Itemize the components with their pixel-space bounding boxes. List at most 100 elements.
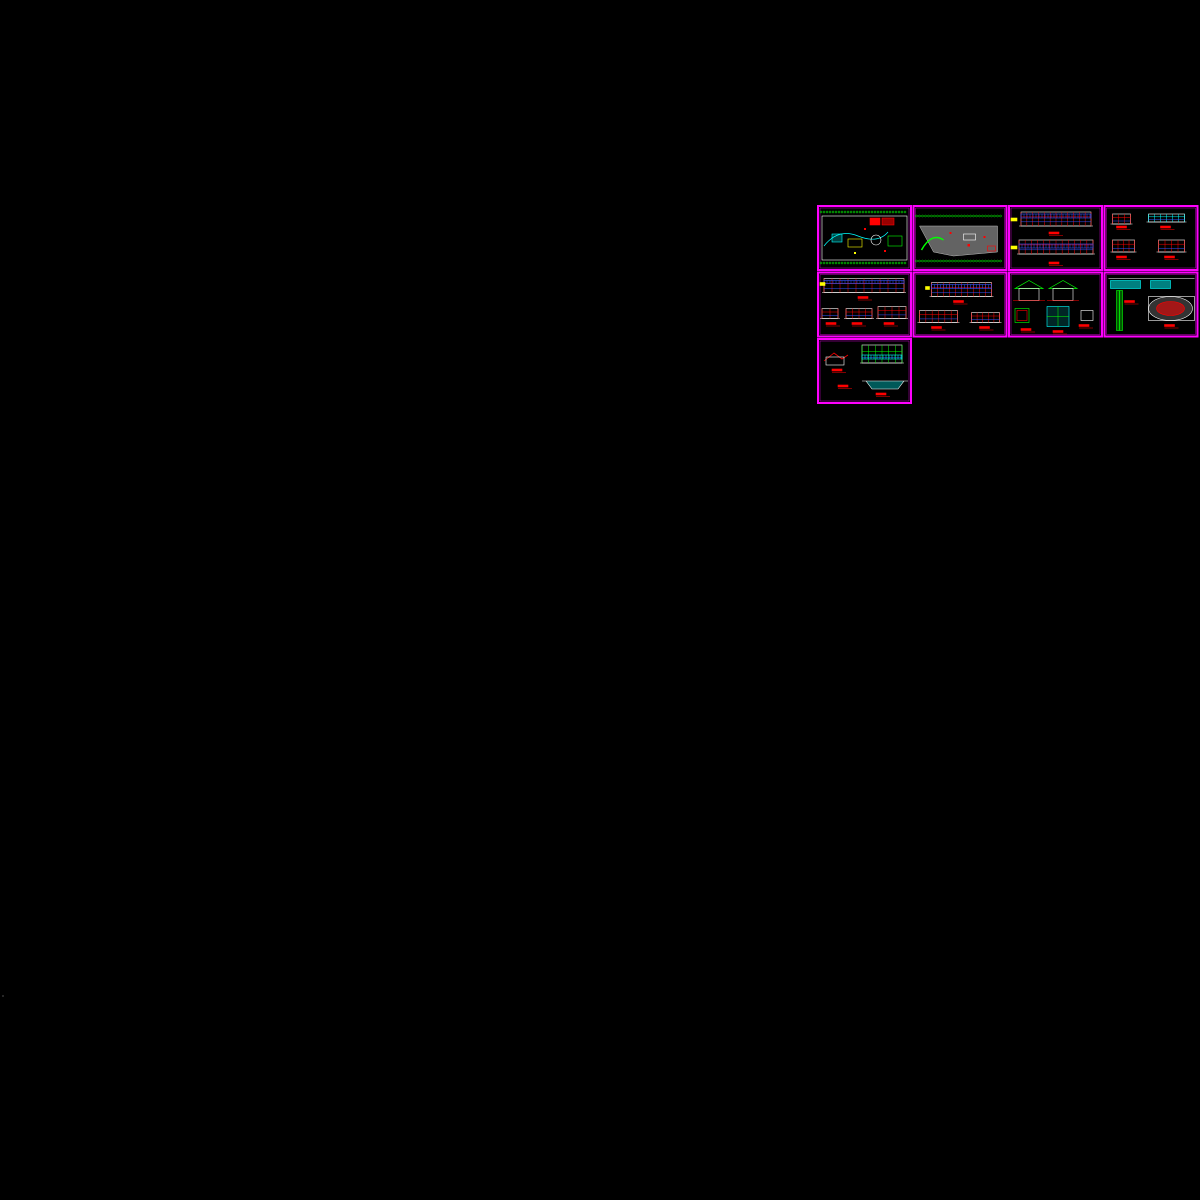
tree-symbol bbox=[861, 261, 865, 265]
title-label bbox=[851, 322, 863, 325]
cad-rect bbox=[1020, 213, 1092, 219]
tree-symbol bbox=[984, 214, 987, 218]
tree-symbol bbox=[822, 261, 826, 265]
tree-symbol bbox=[882, 210, 886, 214]
tree-symbol bbox=[846, 261, 850, 265]
title-label bbox=[1048, 231, 1060, 235]
detail-box bbox=[1080, 310, 1094, 321]
tree-symbol bbox=[963, 259, 966, 263]
title-label bbox=[979, 326, 990, 329]
title-label bbox=[1052, 330, 1064, 333]
sheet-inner-frame bbox=[915, 207, 1005, 269]
tree-symbol bbox=[933, 259, 936, 263]
legend-mark bbox=[1010, 245, 1018, 250]
sheet-frame bbox=[1008, 271, 1103, 338]
tree-symbol bbox=[990, 214, 993, 218]
tree-symbol bbox=[873, 210, 877, 214]
cad-rect bbox=[823, 280, 905, 284]
tree-symbol bbox=[969, 214, 972, 218]
cad-mark bbox=[864, 228, 866, 230]
sheet-frame bbox=[1103, 271, 1199, 338]
tree-symbol bbox=[951, 259, 954, 263]
tree-symbol bbox=[834, 261, 838, 265]
legend-mark bbox=[925, 286, 930, 290]
tree-symbol bbox=[894, 210, 898, 214]
tree-symbol bbox=[975, 214, 978, 218]
round-plaza bbox=[870, 234, 882, 246]
sheet-inner-frame bbox=[1010, 274, 1101, 335]
tree-symbol bbox=[966, 214, 969, 218]
sheet-frame bbox=[1103, 205, 1199, 271]
tree-symbol bbox=[873, 261, 877, 265]
tree-symbol bbox=[975, 259, 978, 263]
stray-point bbox=[2, 995, 4, 997]
legend-mark bbox=[819, 282, 826, 286]
tree-symbol bbox=[972, 259, 975, 263]
tree-symbol bbox=[957, 214, 960, 218]
tree-symbol bbox=[948, 214, 951, 218]
sheet-2 bbox=[912, 205, 1008, 271]
tree-symbol bbox=[918, 259, 921, 263]
tree-symbol bbox=[978, 259, 981, 263]
tree-symbol bbox=[921, 214, 924, 218]
tree-symbol bbox=[927, 214, 930, 218]
tree-symbol bbox=[987, 214, 990, 218]
tree-symbol bbox=[933, 214, 936, 218]
tree-symbol bbox=[972, 214, 975, 218]
paved-area bbox=[919, 225, 998, 257]
tree-symbol bbox=[849, 261, 853, 265]
tree-symbol bbox=[996, 259, 999, 263]
green-area bbox=[887, 235, 903, 247]
tree-symbol bbox=[903, 261, 907, 265]
tree-symbol bbox=[867, 210, 871, 214]
tree-symbol bbox=[957, 259, 960, 263]
sheet-inner-frame bbox=[1106, 274, 1196, 335]
tree-symbol bbox=[954, 259, 957, 263]
tree-symbol bbox=[828, 261, 832, 265]
tree-symbol bbox=[828, 210, 832, 214]
tree-symbol bbox=[966, 259, 969, 263]
tree-symbol bbox=[930, 259, 933, 263]
path-curve bbox=[823, 231, 889, 247]
sheets-layer bbox=[817, 205, 1199, 404]
tree-symbol bbox=[861, 210, 865, 214]
tree-symbol bbox=[900, 261, 904, 265]
green-path bbox=[920, 236, 944, 251]
tree-symbol bbox=[840, 261, 844, 265]
tree-symbol bbox=[927, 259, 930, 263]
sheet-1 bbox=[817, 205, 912, 271]
tree-symbol bbox=[855, 210, 859, 214]
title-label bbox=[857, 296, 869, 299]
tree-symbol bbox=[870, 261, 874, 265]
title-label bbox=[1116, 255, 1127, 259]
sheet-4 bbox=[1103, 205, 1199, 271]
tree-symbol bbox=[882, 261, 886, 265]
marker-box bbox=[987, 245, 996, 252]
sheet-9 bbox=[817, 338, 912, 404]
tree-symbol bbox=[942, 214, 945, 218]
title-label bbox=[953, 300, 964, 303]
fountain-frame bbox=[1148, 296, 1195, 321]
pool-area bbox=[831, 233, 843, 243]
tree-symbol bbox=[819, 261, 823, 265]
tree-symbol bbox=[870, 210, 874, 214]
fountain-center bbox=[1156, 301, 1185, 316]
tree-symbol bbox=[888, 261, 892, 265]
cad-rect bbox=[1018, 243, 1094, 249]
tree-symbol bbox=[852, 210, 856, 214]
tree-symbol bbox=[960, 259, 963, 263]
tree-symbol bbox=[876, 261, 880, 265]
tree-symbol bbox=[897, 261, 901, 265]
tree-symbol bbox=[879, 210, 883, 214]
tree-symbol bbox=[918, 214, 921, 218]
tree-symbol bbox=[921, 259, 924, 263]
pool-section bbox=[1150, 280, 1171, 289]
tree-symbol bbox=[831, 210, 835, 214]
sheet-inner-frame bbox=[1010, 207, 1101, 269]
sheet-8 bbox=[1103, 271, 1199, 338]
tree-symbol bbox=[981, 214, 984, 218]
cad-mark bbox=[884, 250, 886, 252]
sheet-inner-frame bbox=[915, 274, 1005, 335]
tree-symbol bbox=[879, 261, 883, 265]
title-label bbox=[875, 392, 887, 396]
